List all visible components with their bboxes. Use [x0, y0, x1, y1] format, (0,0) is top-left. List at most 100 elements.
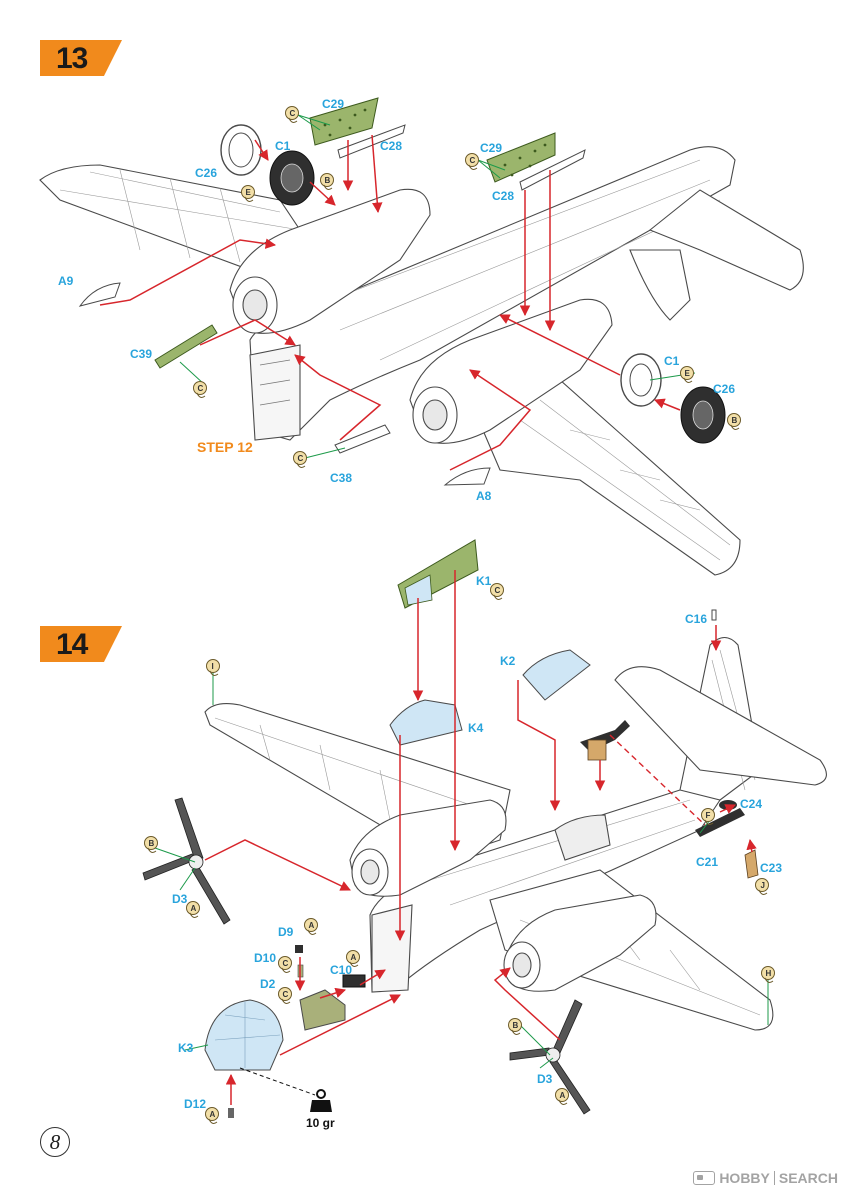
- c29-left-photoetch: [309, 97, 379, 146]
- label-d3-right: D3: [537, 1072, 553, 1086]
- c38-strip: [334, 424, 391, 454]
- label-c28-left: C28: [380, 139, 402, 153]
- c39-photoetch: [154, 324, 218, 369]
- label-k2: K2: [500, 654, 516, 668]
- label-c26-right: C26: [713, 382, 735, 396]
- d12-part: [228, 1108, 234, 1118]
- sprue-tag-c24: F: [706, 811, 711, 820]
- c10-part: [342, 974, 366, 988]
- c28-left-strip: [337, 124, 406, 159]
- a9-door: [78, 282, 121, 307]
- a8-door: [443, 467, 491, 486]
- c28-right-strip: [519, 149, 586, 191]
- page-number: 8: [40, 1127, 70, 1157]
- label-a8: A8: [476, 489, 492, 503]
- sprue-tag-c39: C: [198, 384, 204, 393]
- step14-sprue-tags: C I B A A C C A A F J H B A: [144, 583, 775, 1124]
- sprue-tag-c29-right: C: [470, 156, 476, 165]
- d2-interior-part: [299, 989, 346, 1031]
- sprue-tag-c29-left: C: [290, 109, 296, 118]
- label-c10: C10: [330, 963, 352, 977]
- c21-gun-with-mount: [580, 720, 630, 761]
- sprue-tag-c1-left: B: [325, 176, 331, 185]
- sprue-tag-i: I: [212, 662, 214, 671]
- c1-right-wheel-hub: [620, 353, 662, 407]
- watermark-brand: HOBBY: [719, 1170, 770, 1186]
- label-k3: K3: [178, 1041, 194, 1055]
- step14-arrows: [204, 570, 757, 1105]
- label-k1: K1: [476, 574, 492, 588]
- step13-sprue-tags: C B E C C C E B: [193, 106, 741, 468]
- sprue-tag-c38: C: [298, 454, 304, 463]
- propeller-left: [142, 797, 231, 925]
- d9-part: [295, 945, 303, 953]
- step13-right-nacelle: [409, 298, 613, 444]
- sprue-tag-prop-left: B: [149, 839, 155, 848]
- step14-nose-opening: [371, 904, 413, 993]
- k2-canopy: [522, 649, 591, 701]
- sprue-tag-c10: A: [351, 953, 357, 962]
- k4-canopy: [389, 699, 463, 746]
- label-c16: C16: [685, 612, 707, 626]
- k3-nose-glazing: [204, 999, 284, 1071]
- step-13-number: 13: [56, 42, 88, 75]
- c1-left-wheel: [269, 150, 315, 206]
- label-c24: C24: [740, 797, 762, 811]
- sprue-tag-d12: A: [210, 1110, 216, 1119]
- weight-icon: [310, 1089, 332, 1112]
- sprue-tag-d3-right: A: [560, 1091, 566, 1100]
- watermark-logo-icon: [693, 1171, 716, 1185]
- c26-right-tyre: [680, 386, 726, 444]
- step13-tailplane: [648, 189, 804, 291]
- nose-weight-label: 10 gr: [306, 1116, 335, 1130]
- sprue-tag-c26-right: B: [732, 416, 738, 425]
- gun-alignment-dashed: [609, 734, 706, 826]
- label-c39: C39: [130, 347, 152, 361]
- step13-right-wing: [469, 379, 741, 576]
- label-c1-left: C1: [275, 139, 291, 153]
- propeller-right: [509, 999, 591, 1115]
- sprue-tag-d3-left: A: [191, 904, 197, 913]
- step13-open-nose: [249, 344, 301, 441]
- c16-antenna: [711, 609, 717, 621]
- label-d10: D10: [254, 951, 276, 965]
- watermark: HOBBY SEARCH: [693, 1170, 838, 1186]
- sprue-tag-c23: J: [761, 881, 765, 890]
- weight-leader: [239, 1067, 316, 1096]
- step14-right-nacelle: [504, 894, 657, 992]
- label-c1-right: C1: [664, 354, 680, 368]
- label-c26-left: C26: [195, 166, 217, 180]
- step14-cockpit-cutout: [554, 814, 611, 861]
- label-c23: C23: [760, 861, 782, 875]
- step13-left-nacelle: [229, 188, 431, 334]
- step14-horizontal-tail: [614, 666, 827, 786]
- label-d9: D9: [278, 925, 294, 939]
- c23-part: [744, 849, 759, 879]
- watermark-suffix: SEARCH: [778, 1170, 838, 1186]
- step13-aircraft: [39, 146, 804, 576]
- label-c21: C21: [696, 855, 718, 869]
- sprue-tag-c1-right: E: [685, 369, 691, 378]
- sprue-tag-d9: A: [309, 921, 315, 930]
- step13-arrows: [99, 134, 681, 471]
- step14-leaders: [154, 672, 769, 1069]
- label-a9: A9: [58, 274, 74, 288]
- sprue-tag-h: H: [766, 969, 772, 978]
- label-c38: C38: [330, 471, 352, 485]
- sprue-tag-c26-left: E: [246, 188, 252, 197]
- sprue-tag-d10: C: [283, 959, 289, 968]
- c26-left-tyre: [220, 124, 262, 176]
- label-k4: K4: [468, 721, 484, 735]
- sprue-tag-d2: C: [283, 990, 289, 999]
- sprue-tag-prop-right: B: [513, 1021, 519, 1030]
- label-d2: D2: [260, 977, 276, 991]
- sprue-tag-k1: C: [495, 586, 501, 595]
- step-14-number: 14: [56, 628, 88, 661]
- label-d12: D12: [184, 1097, 206, 1111]
- k1-photoetch-frame: [397, 539, 479, 609]
- c21-gun: [695, 808, 745, 837]
- label-c28-right: C28: [492, 189, 514, 203]
- label-d3-left: D3: [172, 892, 188, 906]
